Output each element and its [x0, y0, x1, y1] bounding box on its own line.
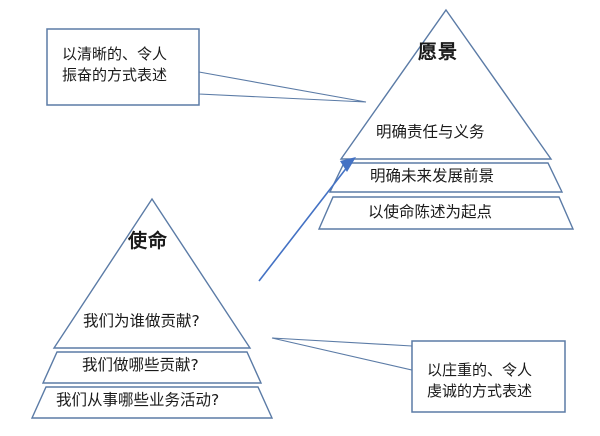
mission-band-1-outline	[52, 197, 252, 349]
mission-to-vision-arrow	[258, 157, 356, 282]
mission-band-2-outline	[41, 351, 263, 384]
vision-band-1-outline	[339, 8, 553, 160]
mission-callout-box	[411, 340, 566, 413]
mission-row-2-label: 我们做哪些贡献?	[82, 356, 199, 374]
vision-callout-label: 以清晰的、令人 振奋的方式表述	[62, 45, 168, 85]
mission-row-1-label: 我们为谁做贡献?	[83, 312, 200, 330]
vision-pyramid-title: 愿景	[418, 41, 459, 63]
mission-pyramid-title: 使命	[128, 230, 169, 252]
vision-callout-tail	[198, 71, 367, 103]
vision-row-1-label: 明确责任与义务	[376, 123, 485, 141]
connector-shaft	[258, 165, 349, 282]
mission-callout-shape[interactable]	[271, 337, 566, 413]
mission-row-3-label: 我们从事哪些业务活动?	[56, 391, 220, 409]
vision-callout-shape[interactable]	[46, 28, 367, 106]
mission-pyramid-shape[interactable]	[30, 197, 274, 419]
vision-row-3-label: 以使命陈述为起点	[368, 203, 493, 221]
vision-band-3-outline	[317, 196, 575, 230]
vision-row-2-label: 明确未来发展前景	[370, 167, 495, 185]
mission-callout-label: 以庄重的、令人 虔诚的方式表述	[427, 361, 533, 401]
connector-arrowhead	[340, 157, 356, 172]
vision-callout-box	[46, 28, 200, 106]
mission-band-3-outline	[30, 386, 274, 419]
mission-callout-tail	[271, 337, 413, 371]
